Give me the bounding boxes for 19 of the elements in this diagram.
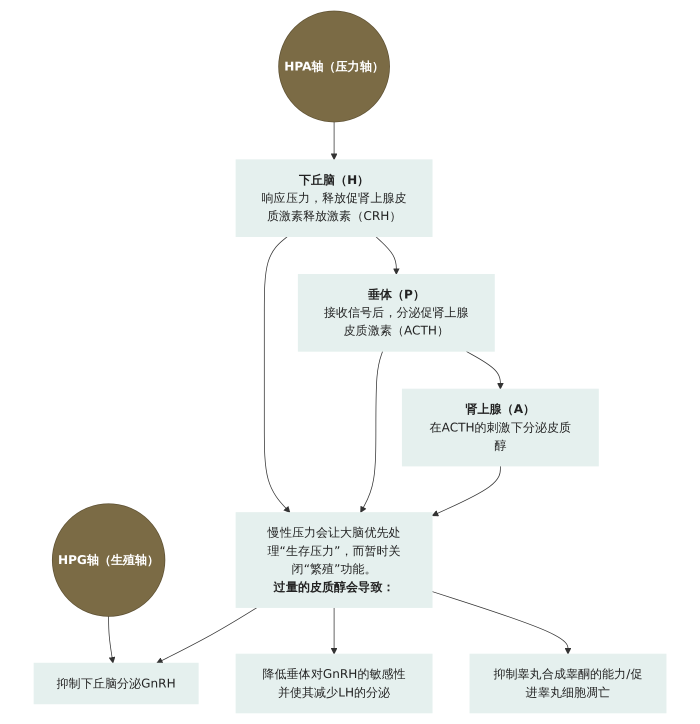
node-box: 肾上腺（A） 在ACTH的刺激下分泌皮质醇	[402, 388, 599, 466]
node-circle: HPG轴（生殖轴）	[52, 503, 166, 617]
arrow	[264, 236, 290, 513]
node-circle: HPA轴（压力轴）	[278, 10, 390, 122]
node-box: 下丘脑（H） 响应压力，释放促肾上腺皮质激素释放激素（CRH）	[236, 159, 432, 238]
node-box: 抑制睾丸合成睾酮的能力/促进睾丸细胞凋亡	[469, 654, 666, 714]
arrow	[108, 616, 116, 664]
arrow	[330, 607, 338, 654]
arrow	[466, 350, 504, 390]
arrow	[330, 122, 338, 160]
node-box: 降低垂体对GnRH的敏感性并使其减少LH的分泌	[236, 654, 432, 714]
arrow	[156, 607, 258, 664]
arrow	[360, 350, 383, 513]
arrow	[375, 236, 400, 275]
node-box: 垂体（P） 接收信号后，分泌促肾上腺皮质激素（ACTH）	[298, 274, 495, 352]
node-box: 抑制下丘脑分泌GnRH	[34, 662, 199, 704]
node-box: 慢性压力会让大脑优先处理“生存压力”，而暂时关闭“繁殖”功能。 过量的皮质醇会导致：	[236, 512, 432, 608]
arrow	[432, 466, 501, 516]
arrow	[432, 591, 572, 654]
